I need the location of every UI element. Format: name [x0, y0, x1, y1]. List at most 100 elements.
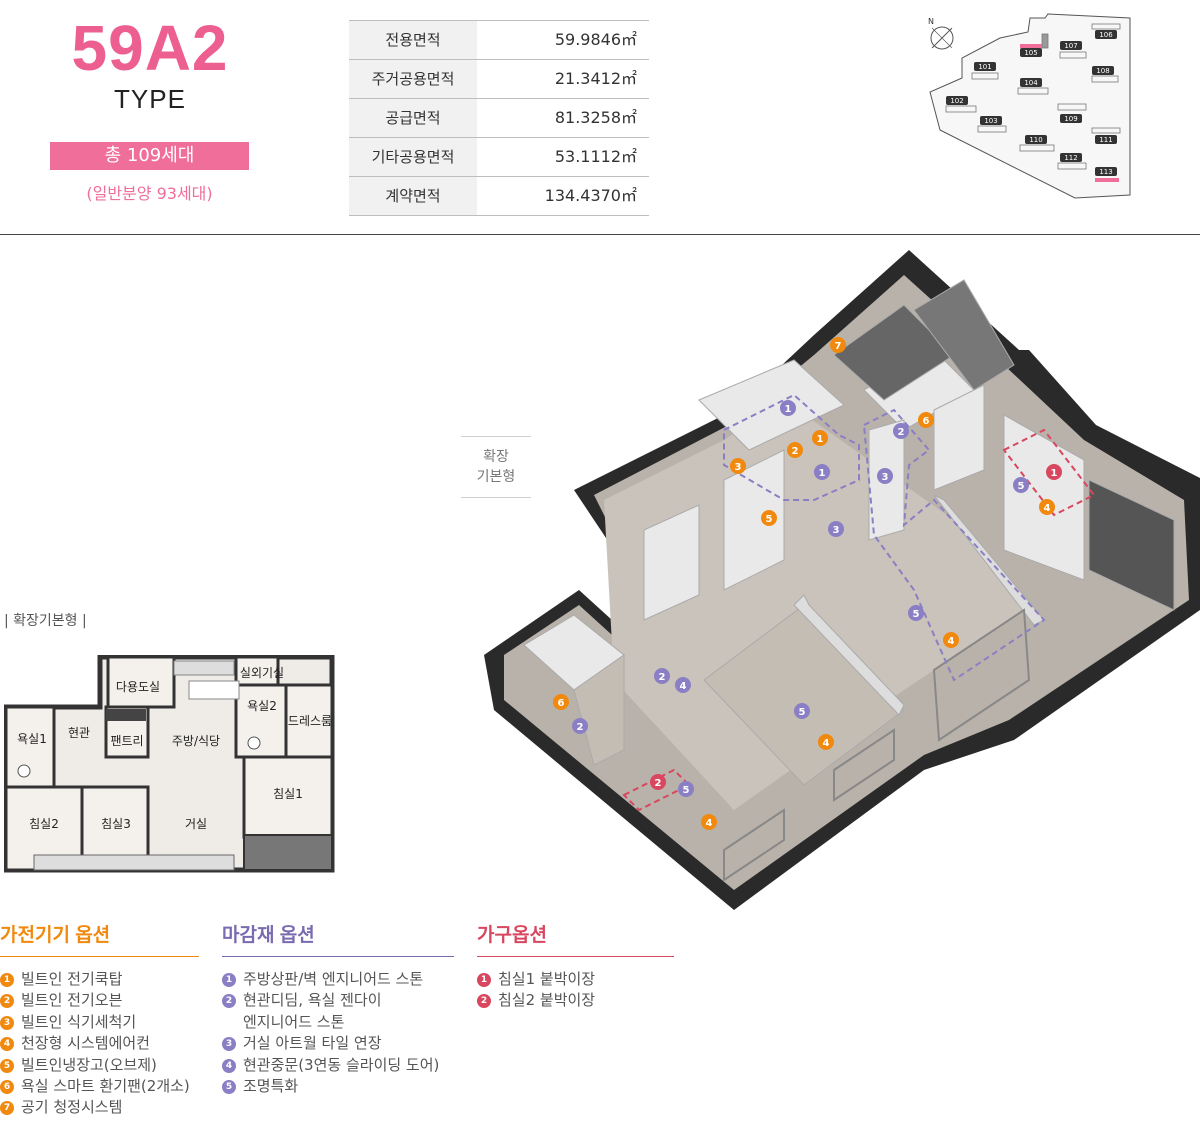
appliance-marker-1: 1: [812, 430, 828, 446]
svg-text:106: 106: [1099, 31, 1113, 39]
furniture-divider: [477, 956, 674, 957]
svg-text:5: 5: [1018, 481, 1025, 492]
option-text: 거실 아트월 타일 연장: [243, 1034, 382, 1053]
room-pantry: 팬트리: [110, 734, 143, 748]
finish-marker-5: 5: [678, 781, 694, 797]
option-text: 천장형 시스템에어컨: [21, 1034, 150, 1053]
svg-text:1: 1: [1051, 468, 1058, 479]
area-key: 전용면적: [349, 21, 477, 59]
appliance-marker-4: 4: [818, 734, 834, 750]
appliance-marker-3: 3: [730, 458, 746, 474]
total-units-badge: 총 109세대: [50, 142, 249, 170]
svg-text:6: 6: [558, 698, 565, 709]
room-dressroom: 드레스룸: [288, 714, 332, 728]
appliance-marker-4: 4: [943, 632, 959, 648]
building-109: 109: [1060, 114, 1082, 123]
expand-label-line2: 기본형: [476, 469, 516, 485]
svg-text:107: 107: [1064, 42, 1077, 50]
room-kitchen-dining: 주방/식당: [172, 734, 220, 748]
number-badge: 4: [0, 1037, 14, 1052]
building-102: 102: [946, 96, 968, 105]
appliance-marker-6: 6: [553, 694, 569, 710]
number-badge: 2: [477, 994, 491, 1009]
furniture-marker-2: 2: [650, 774, 666, 790]
svg-text:3: 3: [833, 525, 840, 536]
number-badge: 5: [0, 1058, 14, 1073]
finish-marker-3: 3: [828, 521, 844, 537]
compass-icon: N: [928, 17, 954, 50]
option-text: 주방상판/벽 엔지니어드 스톤: [243, 970, 424, 988]
option-text: 빌트인냉장고(오브제): [21, 1055, 157, 1074]
number-badge: 6: [0, 1080, 14, 1095]
number-badge: 1: [222, 973, 236, 987]
option-text: 침실2 붙박이장: [498, 991, 596, 1010]
room-outdoor-unit: 실외기실: [240, 666, 284, 680]
furniture-marker-1: 1: [1046, 464, 1062, 480]
room-bedroom1: 침실1: [273, 787, 303, 801]
list-item: 2 침실2 붙박이장: [477, 990, 677, 1011]
list-item: 5 빌트인냉장고(오브제): [0, 1055, 205, 1076]
finish-divider: [222, 956, 454, 957]
room-bedroom3: 침실3: [101, 817, 131, 831]
expand-type-label: 확장 기본형: [461, 436, 531, 498]
list-item: 4 천장형 시스템에어컨: [0, 1033, 205, 1054]
area-table: 전용면적 59.9846㎡ 주거공용면적 21.3412㎡ 공급면적 81.32…: [349, 20, 649, 216]
area-value: 21.3412㎡: [554, 69, 637, 88]
building-113: 113: [1095, 167, 1117, 176]
room-bath1: 욕실1: [17, 732, 47, 746]
building-110: 110: [1025, 135, 1047, 144]
svg-text:103: 103: [984, 117, 997, 125]
building-103: 103: [980, 116, 1002, 125]
svg-text:2: 2: [655, 778, 662, 789]
building-111: 111: [1095, 135, 1117, 144]
number-badge: 2: [222, 994, 236, 1009]
svg-text:5: 5: [766, 514, 773, 525]
area-key: 계약면적: [349, 177, 477, 215]
option-text: 욕실 스마트 환기팬(2개소): [21, 1077, 190, 1096]
area-key: 공급면적: [349, 99, 477, 137]
room-bedroom2: 침실2: [29, 817, 59, 831]
building-104: 104: [1020, 78, 1042, 87]
option-text: 빌트인 전기쿡탑: [21, 970, 123, 988]
svg-text:2: 2: [659, 672, 666, 683]
svg-text:5: 5: [913, 609, 920, 620]
area-value: 81.3258㎡: [554, 108, 637, 127]
option-text: 빌트인 식기세척기: [21, 1012, 137, 1031]
option-text: 침실1 붙박이장: [498, 970, 596, 988]
finish-marker-5: 5: [908, 605, 924, 621]
svg-text:108: 108: [1096, 67, 1109, 75]
svg-text:1: 1: [819, 468, 826, 479]
appliance-marker-7: 7: [830, 337, 846, 353]
svg-text:113: 113: [1099, 168, 1112, 176]
area-value: 134.4370㎡: [544, 186, 637, 205]
building-108: 108: [1092, 66, 1114, 75]
svg-text:4: 4: [706, 818, 713, 829]
svg-text:109: 109: [1064, 115, 1077, 123]
floor-plan-label: | 확장기본형 |: [4, 613, 87, 629]
type-code: 59A2: [71, 12, 229, 84]
svg-text:4: 4: [948, 636, 955, 647]
list-item: 1 주방상판/벽 엔지니어드 스톤: [222, 969, 462, 990]
building-101: 101: [974, 62, 996, 71]
room-bath2: 욕실2: [247, 699, 277, 713]
svg-text:111: 111: [1099, 136, 1112, 144]
list-item-continuation: 엔지니어드 스톤: [222, 1012, 462, 1033]
appliance-divider: [0, 956, 199, 957]
number-badge: 1: [477, 973, 491, 987]
building-112: 112: [1060, 153, 1082, 162]
finish-marker-1: 1: [780, 400, 796, 416]
svg-text:4: 4: [823, 738, 830, 749]
svg-text:5: 5: [683, 785, 690, 796]
svg-text:105: 105: [1024, 49, 1037, 57]
appliance-marker-5: 5: [761, 510, 777, 526]
finish-marker-4: 4: [675, 677, 691, 693]
svg-text:6: 6: [923, 416, 930, 427]
area-value: 53.1112㎡: [554, 147, 637, 166]
option-text: 현관중문(3연동 슬라이딩 도어): [243, 1055, 440, 1074]
furniture-options-title: 가구옵션: [477, 925, 547, 946]
